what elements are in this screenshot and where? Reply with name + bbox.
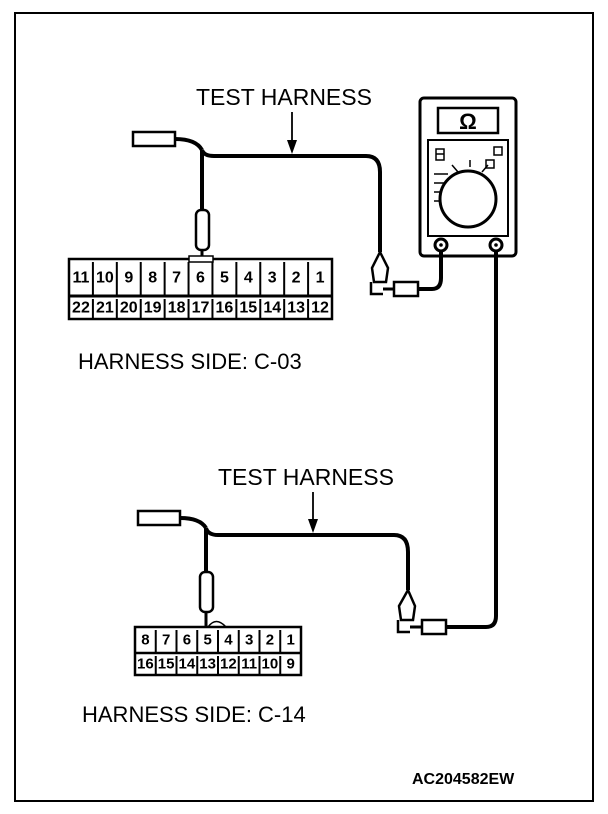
probe-tip-icon [198,570,215,614]
pin-number: 11 [241,656,257,673]
pin-number: 1 [316,270,325,287]
pin-number: 18 [168,300,186,317]
pin-number: 8 [141,632,149,649]
ohm-symbol: Ω [459,109,477,134]
pin-number: 15 [158,656,175,673]
test-harness-label-top: TEST HARNESS [196,84,372,110]
pin-number: 21 [96,300,114,317]
pin-number: 6 [196,270,205,287]
pin-number: 16 [137,656,154,673]
pin-number: 11 [72,270,89,287]
arrow-down-icon [287,112,297,154]
connector-c03-bottom-row: 22 21 20 19 18 17 16 15 14 13 12 [72,299,329,319]
pin-number: 9 [124,270,133,287]
pin-number: 10 [262,656,279,673]
alligator-clip-icon [397,587,417,622]
switch-mark-icon [485,159,495,169]
pin-number: 4 [224,632,233,649]
probe-tip-icon [194,208,211,252]
alligator-clip-icon [370,249,390,284]
pin-number: 6 [183,632,191,649]
pin-number: 17 [192,300,210,317]
switch-mark-icon [493,146,503,156]
pin-number: 20 [120,300,138,317]
test-harness-cable [200,149,382,252]
pin-number: 8 [148,270,157,287]
selector-dial-icon [438,169,498,229]
connector-latch-icon [207,620,227,628]
pin-number: 3 [245,632,253,649]
arrow-down-icon [308,492,318,533]
pin-number: 5 [203,632,211,649]
pin-number: 22 [72,300,90,317]
harness-side-c03-label: HARNESS SIDE: C-03 [78,349,302,374]
figure-border [14,12,594,802]
pin-number: 10 [96,270,114,287]
pin-number: 5 [220,270,229,287]
pin-number: 16 [216,300,234,317]
test-harness-bottom [136,251,498,636]
connector-latch-icon [188,255,214,263]
pin-number: 7 [172,270,181,287]
pin-number: 4 [244,270,253,287]
pin-number: 9 [286,656,294,673]
pin-number: 3 [268,270,277,287]
lead-plug-icon [420,618,448,636]
test-harness-cable [204,527,410,590]
pin-number: 14 [263,300,281,317]
test-harness-label-bottom: TEST HARNESS [218,464,394,490]
connector-c03-body [67,257,334,321]
pin-number: 7 [162,632,170,649]
pin-number: 1 [286,632,294,649]
pin-number: 2 [266,632,274,649]
figure-code: AC204582EW [412,771,515,788]
pin-number: 14 [179,656,196,673]
pin-number: 2 [292,270,301,287]
harness-plug-icon [136,509,182,527]
pin-number: 13 [199,656,216,673]
harness-side-c14-label: HARNESS SIDE: C-14 [82,702,306,727]
pin-number: 19 [144,300,162,317]
pin-number: 12 [311,300,329,317]
harness-plug-icon [131,130,177,148]
lead-plug-icon [392,280,420,298]
pin-number: 15 [239,300,257,317]
pin-number: 12 [220,656,237,673]
ohmmeter: Ω [418,96,518,258]
ohmmeter-display [436,106,500,135]
pin-number: 13 [287,300,305,317]
